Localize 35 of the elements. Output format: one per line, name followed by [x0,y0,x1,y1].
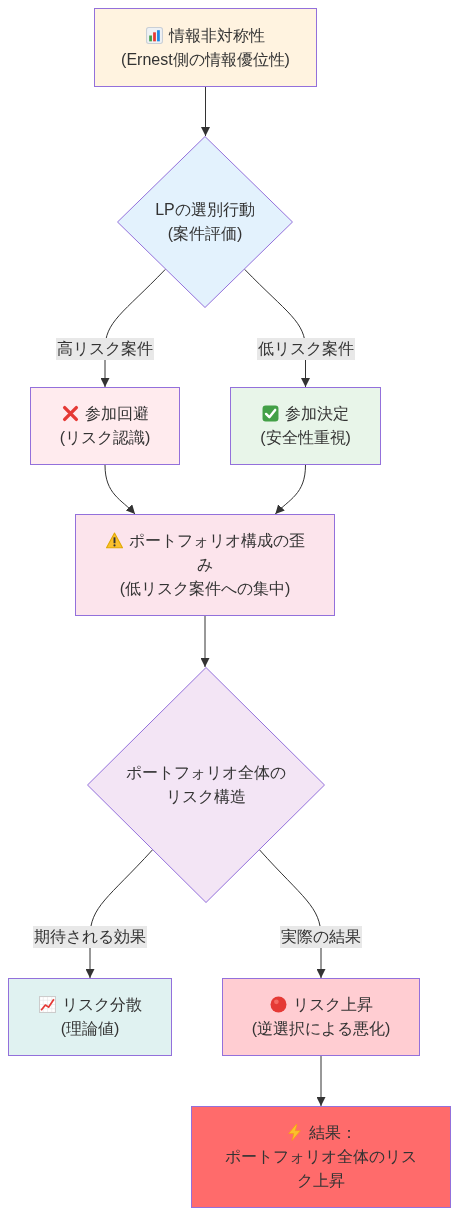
node-title: リスク分散 [61,996,142,1013]
decision-diamond [87,667,325,903]
node-subtitle: (案件評価) [167,225,243,242]
edge-label: 期待される効果 [33,926,147,948]
node-subtitle: (低リスク案件への集中) [119,580,291,597]
process-box [75,514,335,616]
node-subtitle: (理論値) [60,1020,120,1037]
process-box [191,1106,451,1208]
edge-label: 高リスク案件 [56,338,154,361]
process-box [94,8,317,87]
edge-label: 低リスク案件 [256,338,355,361]
node-subtitle: (逆選択による悪化) [251,1020,391,1037]
process-box [30,387,180,465]
node-subtitle: ポートフォリオ全体のリスク上昇 [225,1148,417,1189]
arrow [316,1055,326,1107]
node-title: リスク上昇 [292,996,373,1013]
arrow [200,615,210,668]
process-box [222,978,420,1056]
node-title: 結果： [308,1124,357,1141]
node-title: ポートフォリオ全体のリスク構造 [126,764,286,805]
node-title: LPの選別行動 [155,201,255,218]
process-box [8,978,172,1056]
node-subtitle: (安全性重視) [260,429,351,446]
node-title: 情報非対称性 [169,26,265,44]
decision-diamond [117,136,293,308]
node-title: ポートフォリオ構成の歪み [128,532,305,573]
node-title: 参加回避 [84,405,149,422]
arrow [201,86,210,137]
edge-label: 実際の結果 [280,926,362,948]
process-box [230,387,381,465]
node-title: 参加決定 [285,405,349,422]
node-subtitle: (Ernest側の情報優位性) [121,50,290,68]
arrow [274,464,306,515]
node-subtitle: (リスク認識) [59,429,151,446]
arrow [104,464,136,515]
